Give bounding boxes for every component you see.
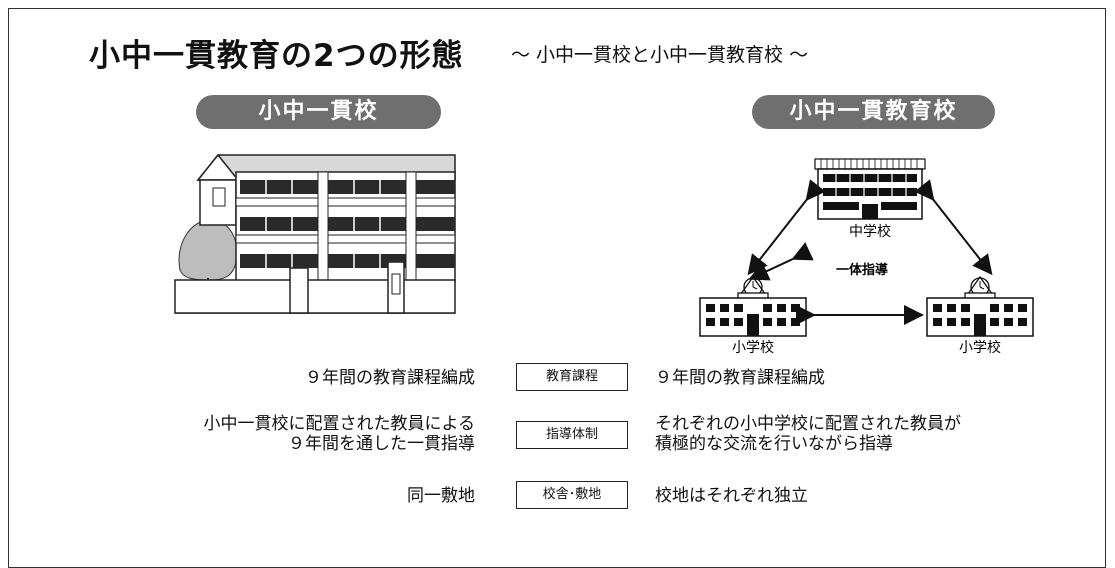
row3-label-box: 校舎･敷地 [516,481,628,509]
row3-left-line1: 同一敷地 [407,486,475,506]
arrow-junior-high-right [914,179,993,276]
row1-right-text: ９年間の教育課程編成 [655,368,825,388]
junior-high-label: 中学校 [849,223,891,240]
unified-instruction-label: 一体指導 [836,262,888,278]
row2-right-line1: それぞれの小中学校に配置された教員が [655,414,961,434]
elementary-label-right: 小学校 [959,339,1001,356]
row2-left-line2: ９年間を通した一貫指導 [288,434,475,454]
arrow-junior-high-left [747,179,826,276]
row2-right-text: それぞれの小中学校に配置された教員が 積極的な交流を行いながら指導 [655,414,961,454]
row1-label-box: 教育課程 [516,363,628,391]
row2-left-text: 小中一貫校に配置された教員による ９年間を通した一貫指導 [204,414,476,454]
elementary-building-right [926,275,1034,337]
elementary-label-left: 小学校 [732,339,774,356]
row2-left-line1: 小中一貫校に配置された教員による [203,414,476,434]
elementary-building-left [699,275,807,337]
row1-left-line1: ９年間の教育課程編成 [305,368,475,388]
row2-label-box: 指導体制 [516,421,628,449]
row3-right-text: 校地はそれぞれ独立 [655,486,808,506]
integrated-education-network-diagram: 中学校 小学校 [699,158,1034,356]
heading-integrated-education-school: 小中一貫教育校 [752,95,995,129]
row2-right-line2: 積極的な交流を行いながら指導 [655,434,893,454]
integrated-school-building-illustration [174,153,456,314]
row1-right-line1: ９年間の教育課程編成 [655,368,825,388]
junior-high-building [814,158,926,220]
page-title: 小中一貫教育の2つの形態 [89,38,464,74]
row1-left-text: ９年間の教育課程編成 [305,368,475,388]
page-subtitle: ～ 小中一貫校と小中一貫教育校 ～ [511,44,809,66]
row3-left-text: 同一敷地 [407,486,475,506]
heading-integrated-school: 小中一貫校 [196,95,441,129]
row3-right-line1: 校地はそれぞれ独立 [655,486,808,506]
